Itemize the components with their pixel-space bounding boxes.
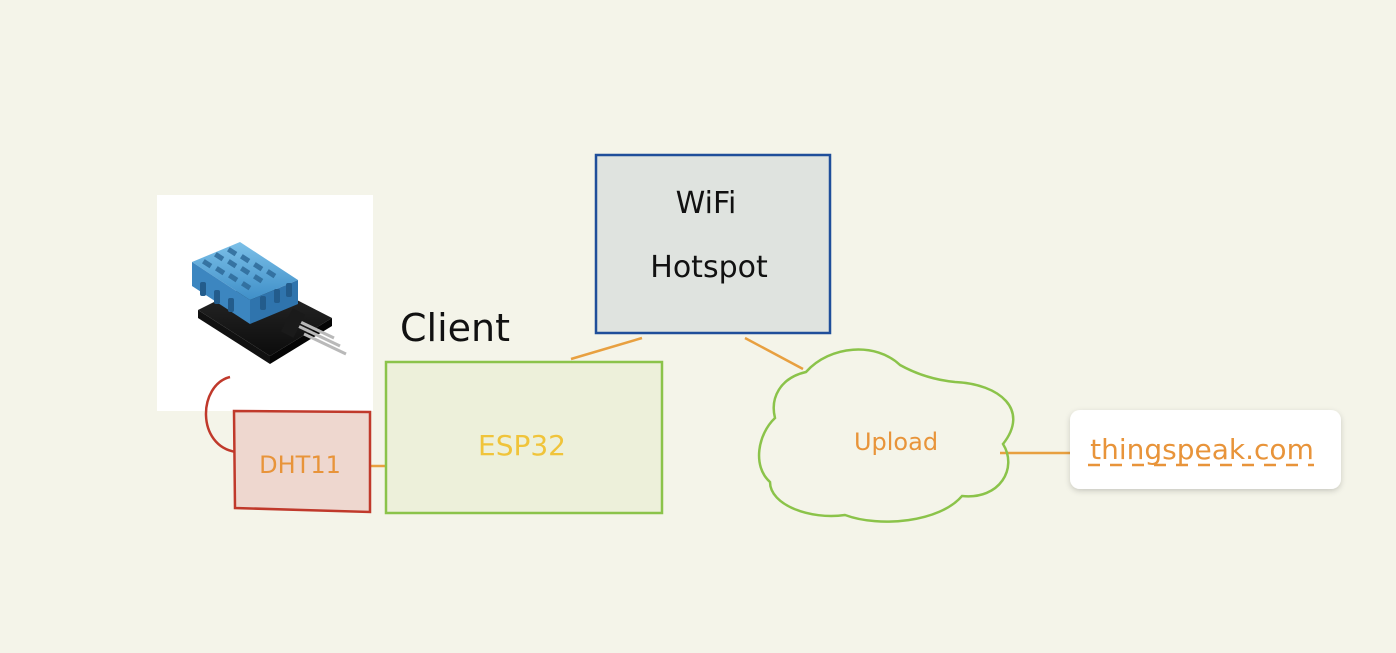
wifi-hotspot-box	[594, 153, 832, 335]
dht11-node: DHT11	[232, 409, 372, 514]
thingspeak-card	[1070, 410, 1341, 489]
wifi-hotspot-node: WiFi Hotspot	[594, 153, 832, 335]
dht11-sensor-image	[157, 195, 373, 411]
client-label: Client	[400, 306, 510, 350]
wifi-hotspot-label-line1: WiFi	[676, 186, 737, 221]
esp32-to-wifi-connector	[570, 336, 643, 361]
thingspeak-link[interactable]: thingspeak.com	[1090, 433, 1314, 466]
sensor-to-dht11-wire	[204, 375, 237, 454]
wifi-to-upload-connector	[744, 336, 804, 371]
esp32-node: ESP32	[384, 360, 664, 515]
upload-cloud-shape	[757, 348, 1015, 523]
dht11-label: DHT11	[259, 451, 341, 479]
upload-label: Upload	[854, 428, 938, 456]
thingspeak-node: thingspeak.com	[1070, 410, 1341, 489]
wifi-hotspot-label-line2: Hotspot	[650, 250, 768, 285]
dht11-sensor-module-icon	[192, 242, 347, 364]
dht11-box	[232, 409, 372, 514]
esp32-label: ESP32	[478, 429, 566, 462]
esp32-box	[384, 360, 664, 515]
upload-node: Upload	[757, 348, 1015, 523]
